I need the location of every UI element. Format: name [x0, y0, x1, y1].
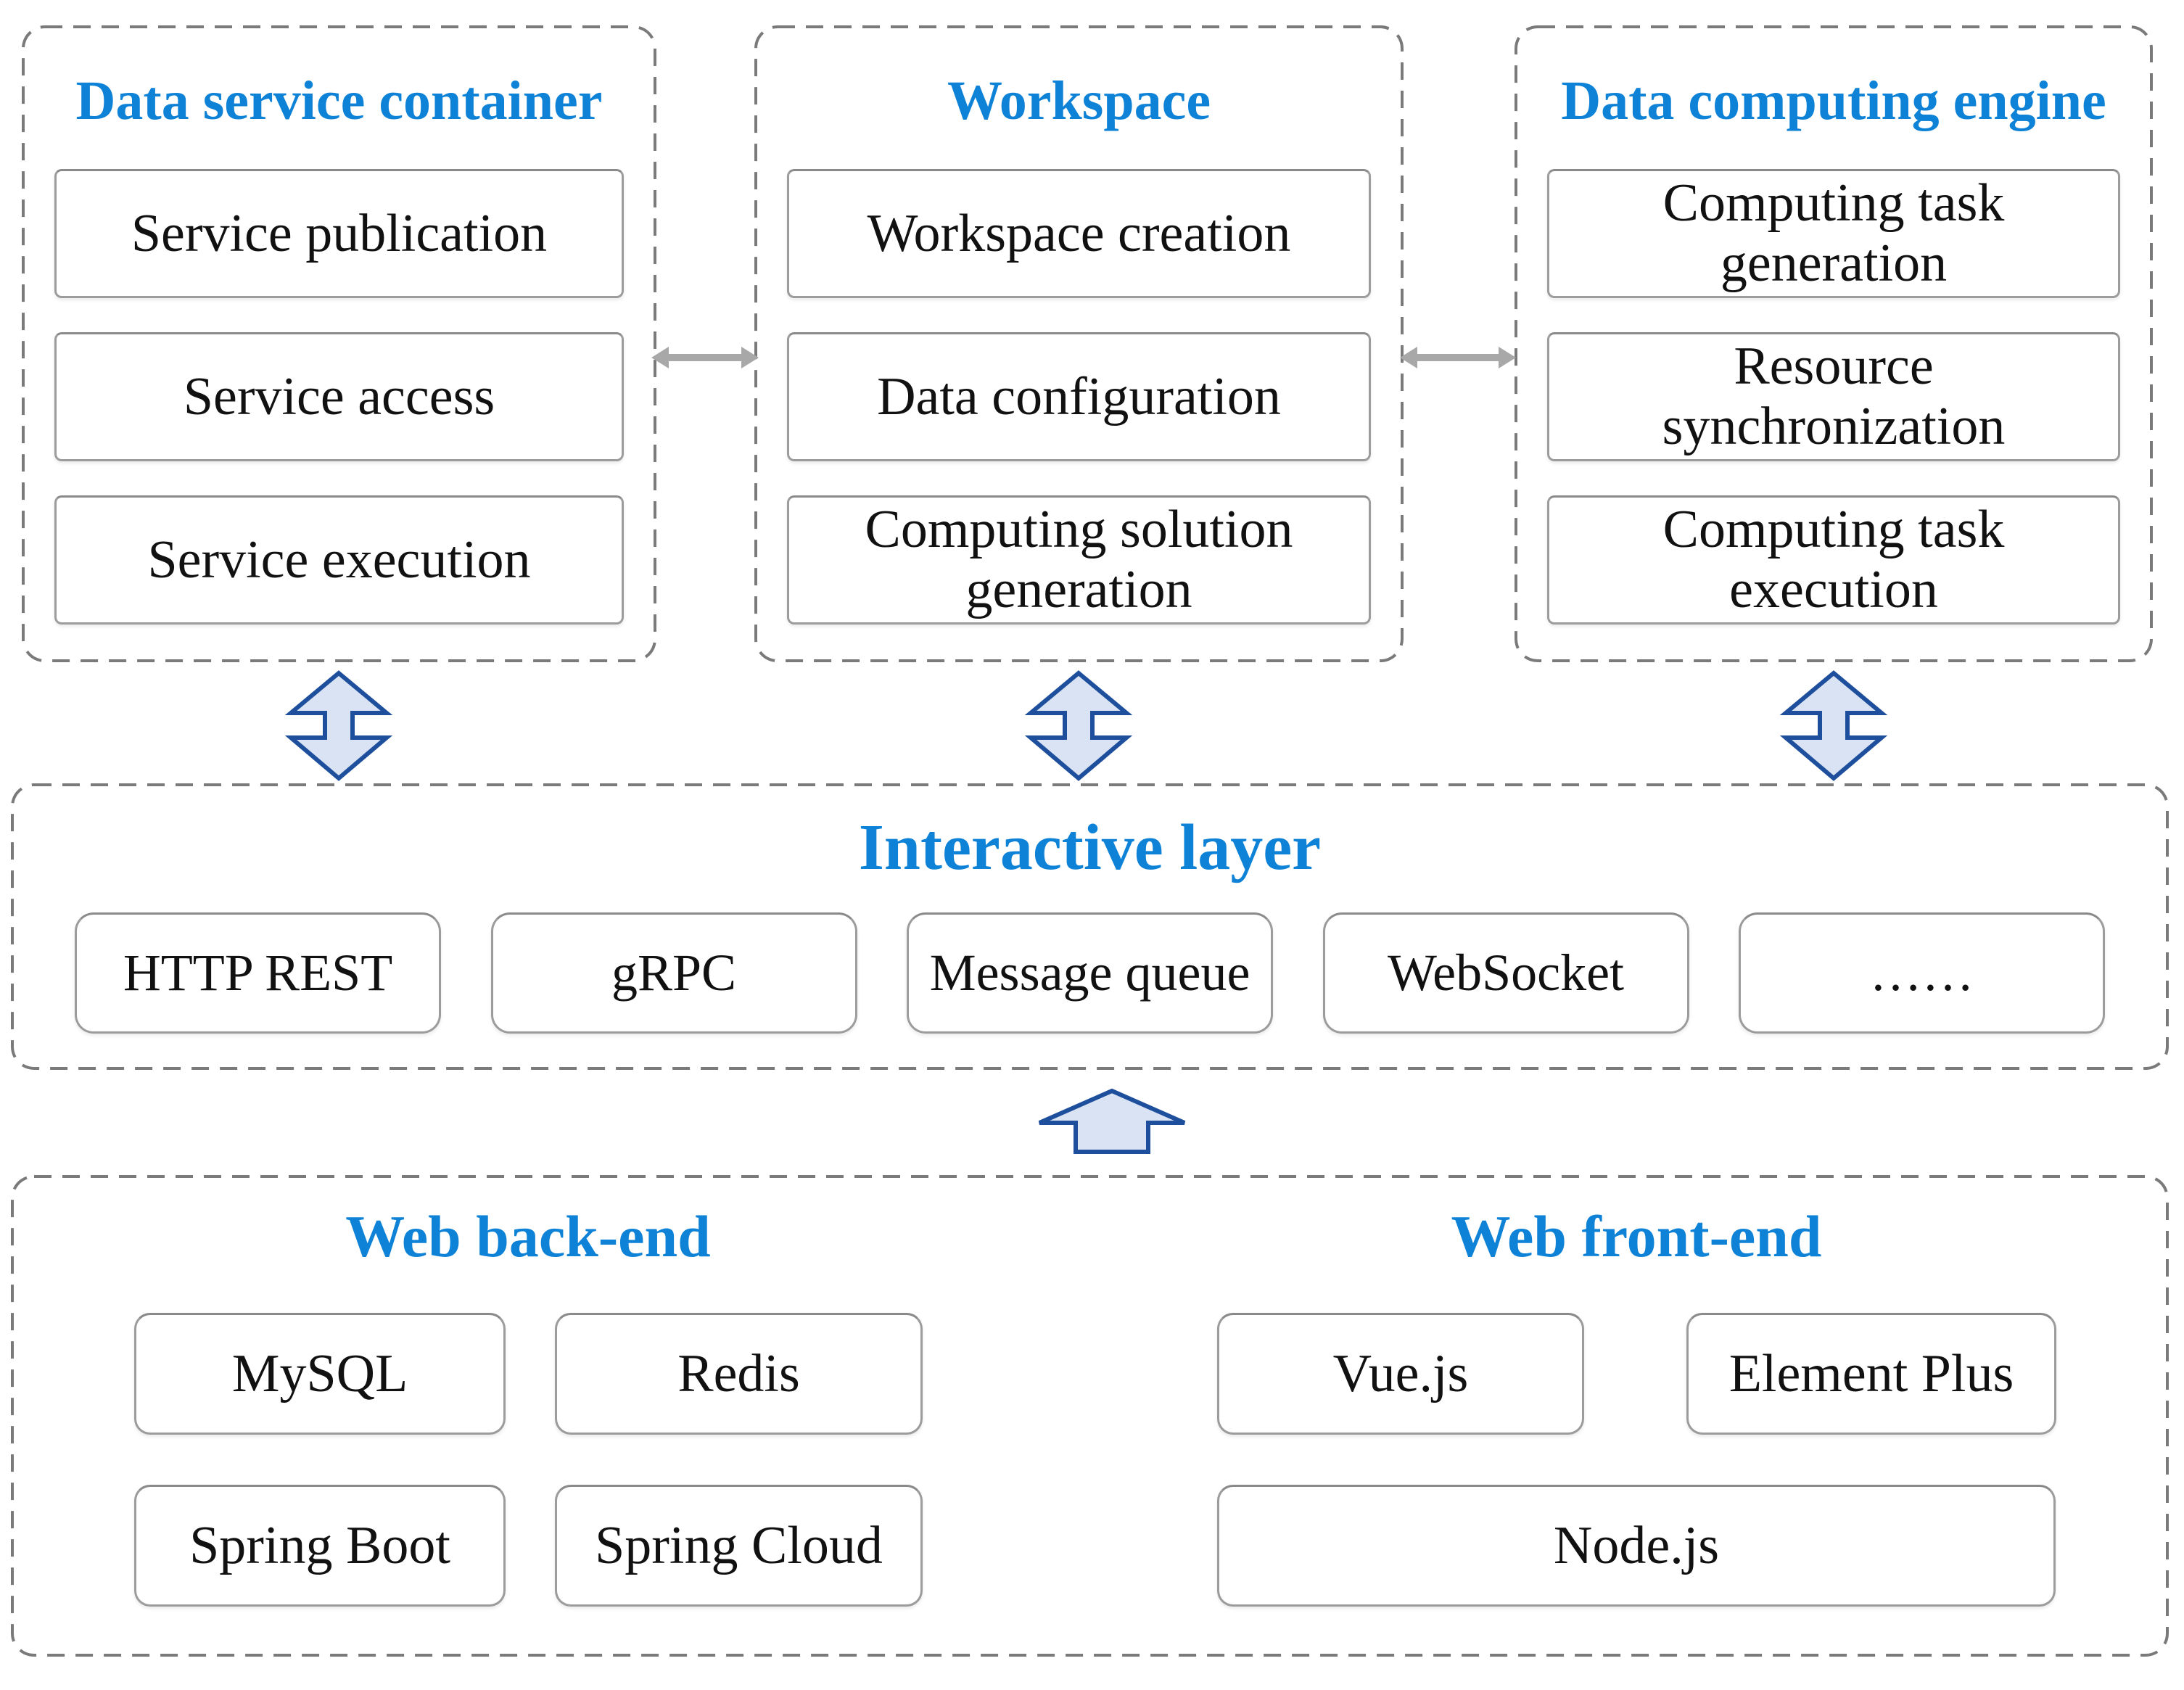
box-computing-task-generation: Computing task generation [1547, 169, 2120, 298]
vertical-double-arrow-icon [1024, 670, 1133, 781]
box-workspace-creation: Workspace creation [787, 169, 1371, 298]
panel-box-stack: Service publication Service access Servi… [22, 169, 656, 625]
horizontal-double-arrow-icon [651, 347, 759, 368]
box-service-execution: Service execution [54, 495, 624, 625]
box-message-queue: Message queue [907, 912, 1273, 1034]
panel-title-web-front-end: Web front-end [1451, 1203, 1822, 1269]
box-element-plus: Element Plus [1686, 1313, 2056, 1435]
panel-title-interactive-layer: Interactive layer [858, 812, 1322, 883]
box-spring-cloud: Spring Cloud [555, 1485, 923, 1607]
dashed-border [11, 1175, 2169, 1657]
dashed-border [754, 25, 1404, 662]
box-nodejs: Node.js [1217, 1485, 2056, 1607]
panel-interactive-layer: Interactive layer HTTP REST gRPC Message… [11, 783, 2169, 1070]
panel-title-workspace: Workspace [947, 70, 1211, 131]
panel-data-service-container: Data service container Service publicati… [22, 25, 656, 662]
box-mysql: MySQL [134, 1313, 506, 1435]
box-service-access: Service access [54, 332, 624, 461]
panel-box-stack: Computing task generation Resource synch… [1515, 169, 2153, 625]
box-grpc: gRPC [490, 912, 857, 1034]
box-computing-solution-generation: Computing solution generation [787, 495, 1371, 625]
box-vuejs: Vue.js [1217, 1313, 1584, 1435]
box-spring-boot: Spring Boot [134, 1485, 506, 1607]
box-ellipsis: …… [1739, 912, 2105, 1034]
box-resource-synchronization: Resource synchronization [1547, 332, 2120, 461]
interactive-box-row: HTTP REST gRPC Message queue WebSocket …… [11, 912, 2169, 1034]
dashed-border [11, 783, 2169, 1070]
up-arrow-icon [1038, 1088, 1186, 1154]
horizontal-double-arrow-icon [1400, 347, 1516, 368]
panel-web-layer: Web back-end Web front-end MySQL Redis S… [11, 1175, 2169, 1657]
panel-data-computing-engine: Data computing engine Computing task gen… [1515, 25, 2153, 662]
panel-box-stack: Workspace creation Data configuration Co… [754, 169, 1404, 625]
box-websocket: WebSocket [1322, 912, 1689, 1034]
vertical-double-arrow-icon [1779, 670, 1888, 781]
panel-workspace: Workspace Workspace creation Data config… [754, 25, 1404, 662]
box-computing-task-execution: Computing task execution [1547, 495, 2120, 625]
box-service-publication: Service publication [54, 169, 624, 298]
panel-title-data-service-container: Data service container [75, 70, 603, 131]
panel-title-data-computing-engine: Data computing engine [1561, 70, 2106, 131]
box-data-configuration: Data configuration [787, 332, 1371, 461]
box-redis: Redis [555, 1313, 923, 1435]
panel-title-web-back-end: Web back-end [345, 1203, 711, 1269]
dashed-border [1515, 25, 2153, 662]
box-http-rest: HTTP REST [75, 912, 441, 1034]
vertical-double-arrow-icon [284, 670, 393, 781]
dashed-border [22, 25, 656, 662]
